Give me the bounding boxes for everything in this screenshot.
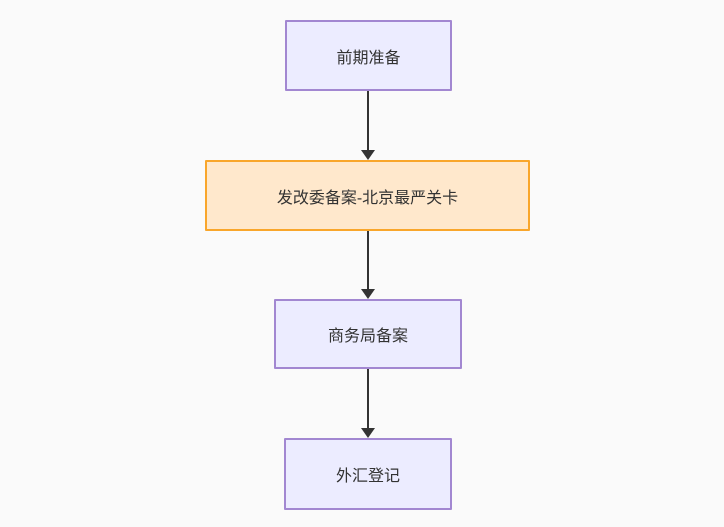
flow-node-forex-registration: 外汇登记	[284, 438, 452, 510]
flow-node-preparation-label: 前期准备	[336, 49, 401, 67]
edge-line-preparation-to-ndrc	[367, 91, 369, 151]
flow-node-ndrc-filing-label: 发改委备案-北京最严关卡	[276, 189, 459, 207]
edge-line-ndrc-to-commerce	[367, 231, 369, 290]
arrowhead-down-icon	[361, 428, 375, 438]
flow-node-commerce-filing: 商务局备案	[274, 299, 462, 369]
flow-node-preparation: 前期准备	[285, 20, 452, 91]
flow-node-commerce-filing-label: 商务局备案	[327, 328, 408, 345]
edge-line-commerce-to-forex	[367, 369, 369, 429]
flow-node-ndrc-filing: 发改委备案-北京最严关卡	[205, 160, 530, 231]
arrowhead-down-icon	[361, 150, 375, 160]
flow-node-forex-registration-label: 外汇登记	[335, 468, 400, 485]
arrowhead-down-icon	[361, 289, 375, 299]
